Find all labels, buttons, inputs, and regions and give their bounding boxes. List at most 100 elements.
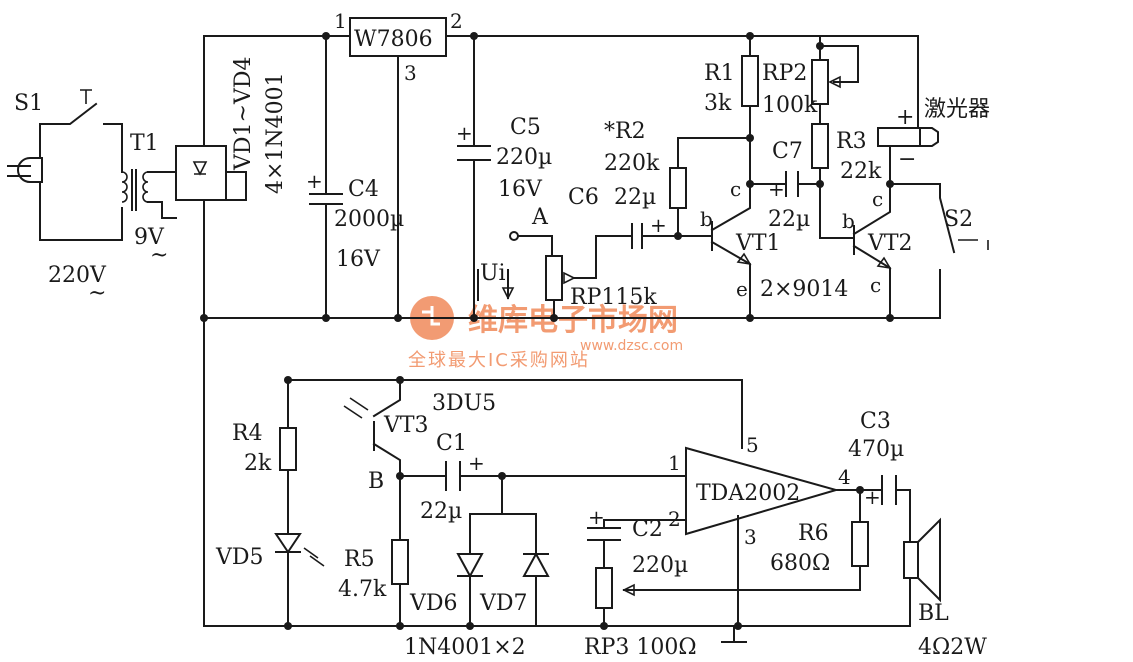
junction-dot bbox=[470, 32, 478, 40]
c7-plates-icon bbox=[785, 171, 799, 197]
point-b-label: B bbox=[368, 469, 384, 494]
junction-dot bbox=[746, 314, 754, 322]
input-a-wire bbox=[517, 235, 553, 257]
vt3-label: VT3 bbox=[383, 413, 429, 438]
amplifier-tda2002: TDA2002 1 2 3 4 5 bbox=[668, 433, 851, 643]
c3-plus: + bbox=[864, 485, 881, 509]
t1-secondary-leads bbox=[147, 171, 177, 219]
junction-dot bbox=[746, 134, 754, 142]
rp2-wiper-wire bbox=[819, 45, 859, 83]
ui-label: Ui bbox=[480, 261, 506, 286]
laser-emitter-icon bbox=[919, 127, 939, 147]
c6-label: C6 bbox=[568, 185, 599, 210]
output-stage: + C3 470µ R6 680Ω BL 4Ω2W bbox=[733, 409, 987, 660]
junction-dot bbox=[674, 232, 682, 240]
c7-label: C7 bbox=[772, 139, 803, 164]
r2-value: 220k bbox=[604, 151, 660, 176]
r5-body bbox=[391, 539, 409, 585]
c5-value: 220µ bbox=[496, 145, 552, 170]
rp3-wiper-wire bbox=[623, 565, 861, 591]
r6-label: R6 bbox=[798, 521, 829, 546]
phototransistor-vt3: 3DU5 VT3 B bbox=[343, 379, 496, 565]
r3-value: 22k bbox=[840, 159, 882, 184]
plug-prongs bbox=[7, 165, 31, 177]
amp-triangle bbox=[685, 446, 840, 536]
c3-label: C3 bbox=[860, 409, 891, 434]
s1-actuator bbox=[80, 89, 92, 104]
input-stage: + A Ui RP115k C6 22µ bbox=[477, 185, 713, 319]
c4-voltage: 16V bbox=[336, 247, 381, 272]
junction-dot bbox=[394, 314, 402, 322]
t1-secondary-coil-icon bbox=[142, 171, 149, 203]
rp2-wiper-arrow-icon bbox=[828, 75, 841, 89]
vd7-wires bbox=[523, 553, 549, 627]
s1-switch-icon bbox=[39, 102, 123, 173]
vd7-label: VD7 bbox=[479, 591, 528, 616]
junction-dot bbox=[284, 622, 292, 630]
junction-dot bbox=[284, 376, 292, 384]
vt2-emitter-arrow-icon bbox=[876, 256, 892, 270]
c1-value: 22µ bbox=[420, 499, 462, 524]
bridge-diode-icon bbox=[192, 161, 208, 176]
amp-ground-wire bbox=[721, 515, 747, 643]
bridge-rectifier: VD1~VD4 4×1N4001 bbox=[175, 35, 327, 319]
junction-dot bbox=[470, 314, 478, 322]
junction-dot bbox=[550, 314, 558, 322]
watermark-url: www.dzsc.com bbox=[580, 338, 683, 354]
laser-body bbox=[877, 127, 921, 147]
bl-value: 4Ω2W bbox=[918, 635, 987, 660]
vt1-b-label: b bbox=[700, 207, 713, 231]
rp3-wiper-arrow-icon bbox=[622, 583, 635, 597]
stage-vt1: *R2 220k b c e VT1 2×9014 bbox=[604, 119, 848, 319]
junction-dot bbox=[396, 472, 404, 480]
c3-value: 470µ bbox=[848, 437, 904, 462]
c2-plus: + bbox=[588, 505, 605, 529]
vt1-c-label: c bbox=[730, 177, 741, 201]
s1-label: S1 bbox=[14, 91, 43, 116]
vt1-emitter-arrow-icon bbox=[736, 252, 752, 266]
r2-body bbox=[669, 167, 687, 209]
junction-dot bbox=[746, 180, 754, 188]
t1-ac-symbol: ~ bbox=[150, 243, 168, 268]
t1-secondary-voltage: 9V bbox=[134, 225, 165, 250]
c4-plus: + bbox=[306, 169, 323, 193]
vd6-label: VD6 bbox=[409, 591, 458, 616]
coupling-c1: + C1 22µ VD6 VD7 1N4001×2 bbox=[399, 431, 687, 660]
vd1-vd4-label: VD1~VD4 bbox=[231, 57, 256, 171]
regulator-label: W7806 bbox=[354, 27, 433, 52]
c2-top-wire bbox=[603, 519, 687, 529]
r6-value: 680Ω bbox=[770, 551, 830, 576]
vd-drops bbox=[469, 513, 537, 555]
c5-label: C5 bbox=[510, 115, 541, 140]
laser-output: + − 激光器 S2 bbox=[877, 35, 990, 319]
r4-label: R4 bbox=[232, 421, 263, 446]
watermark-subtitle: 全球最大IC采购网站 bbox=[408, 350, 590, 371]
stage-vt2-bias: + RP2 100k R3 22k C7 22µ bbox=[749, 35, 882, 239]
laser-plus: + bbox=[896, 105, 914, 130]
laser-label: 激光器 bbox=[924, 97, 990, 122]
speaker-body bbox=[903, 541, 919, 579]
r2-wires bbox=[677, 137, 751, 237]
vt1-e-label: e bbox=[736, 277, 748, 301]
c1-label: C1 bbox=[436, 431, 467, 456]
vd7-diode-icon bbox=[522, 551, 550, 577]
rp3-label: RP3 100Ω bbox=[584, 635, 697, 660]
regulator-pin1: 1 bbox=[334, 9, 347, 33]
r1-value: 3k bbox=[704, 91, 732, 116]
c2-label: C2 bbox=[632, 517, 663, 542]
c5-plates-icon bbox=[457, 145, 491, 161]
diode-type-label: 1N4001×2 bbox=[404, 635, 526, 660]
c2-value: 220µ bbox=[632, 553, 688, 578]
amp-label: TDA2002 bbox=[696, 481, 800, 506]
vd6-diode-icon bbox=[456, 553, 484, 579]
r1-label: R1 bbox=[704, 61, 735, 86]
input-terminal-a[interactable] bbox=[509, 231, 519, 241]
vt-type-label: 2×9014 bbox=[760, 277, 848, 302]
r6-body bbox=[851, 521, 869, 567]
rp1-label: RP115k bbox=[570, 285, 657, 310]
capacitor-c5: + C5 220µ 16V bbox=[456, 35, 552, 319]
c6-value: 22µ bbox=[614, 185, 656, 210]
capacitor-c4: + C4 2000µ 16V bbox=[306, 35, 404, 319]
c7-plus: + bbox=[768, 177, 785, 201]
rp2-value: 100k bbox=[762, 93, 818, 118]
